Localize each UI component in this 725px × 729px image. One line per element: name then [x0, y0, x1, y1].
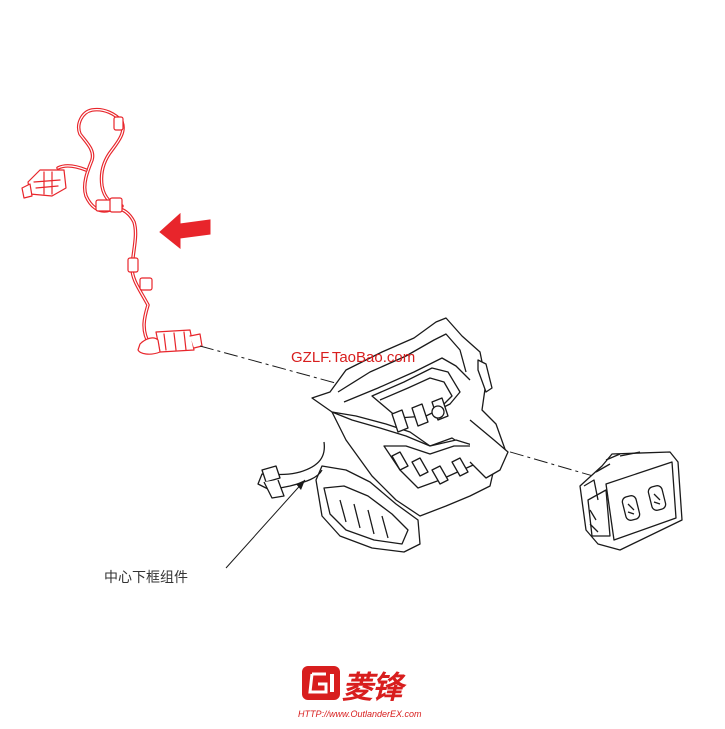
harness-connector-left: [21, 169, 67, 199]
brand-logo-mark: [302, 666, 340, 700]
callout-label: 中心下框组件: [104, 570, 188, 586]
switch-panel-assembly: [579, 451, 683, 551]
callout-arrowhead: [296, 480, 305, 490]
harness-clip-top: [113, 116, 124, 131]
harness-connector-bottom: [137, 329, 203, 355]
brand-logo-text: 菱锋: [342, 670, 403, 706]
switch-button-left: [621, 495, 641, 521]
wiring-harness: [21, 107, 203, 355]
harness-clip-low: [127, 257, 139, 273]
center-lower-frame-assembly: [257, 317, 509, 553]
callout-leader-line: [225, 479, 306, 569]
watermark-text: GZLF.TaoBao.com: [291, 349, 416, 366]
left-pointing-arrow-icon: [159, 212, 211, 250]
brand-url: HTTP://www.OutlanderEX.com: [298, 709, 422, 719]
switch-button-right: [647, 485, 667, 511]
